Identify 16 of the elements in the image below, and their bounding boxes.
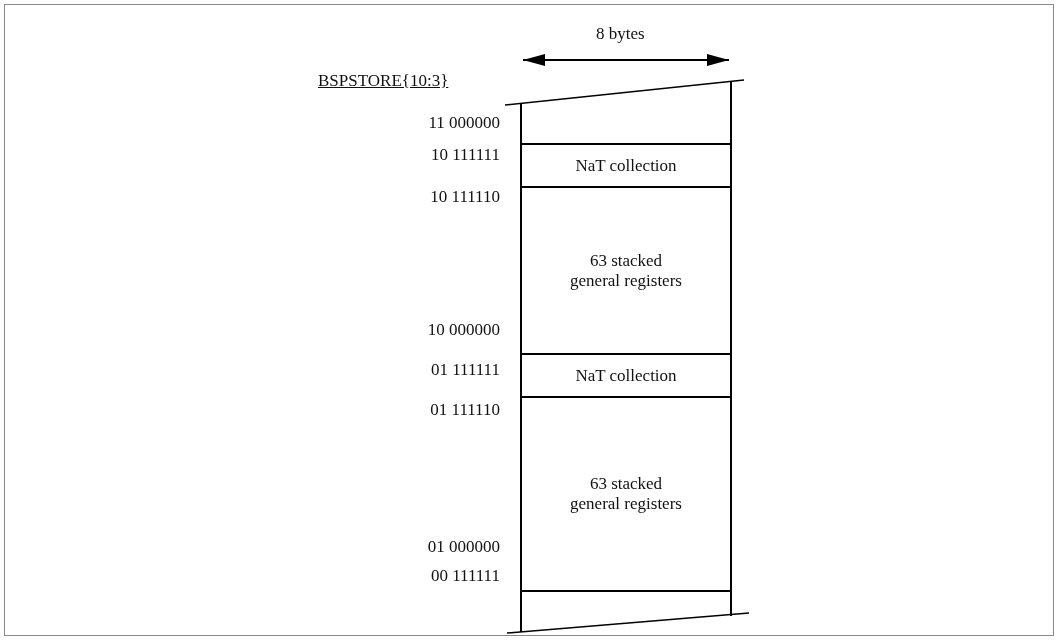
memory-cell (520, 590, 732, 616)
address-label: 01 111110 (430, 400, 500, 420)
address-label: 10 111111 (430, 145, 500, 165)
address-label: 01 000000 (427, 537, 500, 557)
cell-label: 63 stacked general registers (569, 250, 683, 291)
address-label: 10 111110 (430, 187, 500, 207)
register-label: BSPSTORE{10:3} (318, 71, 449, 91)
address-label: 00 111111 (430, 566, 500, 586)
address-label: 01 111111 (430, 360, 500, 380)
memory-cell (520, 81, 732, 144)
dimension-label: 8 bytes (596, 24, 645, 44)
address-label: 11 000000 (428, 113, 500, 133)
cell-label: NaT collection (574, 365, 678, 386)
cell-label: NaT collection (574, 155, 678, 176)
address-label: 10 000000 (427, 320, 500, 340)
cell-label: 63 stacked general registers (569, 474, 683, 514)
